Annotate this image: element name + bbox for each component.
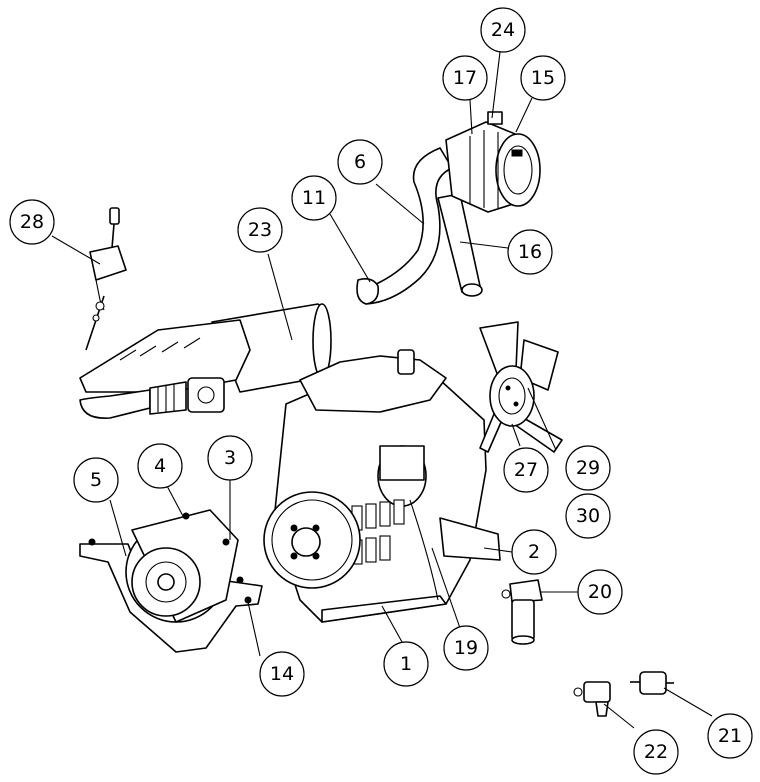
svg-text:1: 1 [400, 653, 412, 675]
svg-text:19: 19 [454, 637, 478, 659]
svg-text:16: 16 [518, 241, 542, 263]
callout-17: 17 [442, 55, 488, 101]
callout-22: 22 [633, 729, 679, 775]
svg-text:28: 28 [20, 211, 44, 233]
callout-14: 14 [259, 651, 305, 697]
callout-16: 16 [507, 229, 553, 275]
part-air-filter [445, 111, 541, 213]
svg-text:4: 4 [154, 455, 166, 477]
callout-27: 27 [503, 447, 549, 493]
part-cooling-fan [479, 321, 563, 453]
svg-text:24: 24 [491, 19, 515, 41]
svg-text:6: 6 [354, 151, 366, 173]
callout-30: 30 [565, 493, 611, 539]
svg-text:29: 29 [576, 457, 600, 479]
leader-lines [51, 51, 713, 729]
part-muffler [79, 303, 332, 419]
callout-5: 5 [73, 457, 119, 503]
callout-28: 28 [9, 199, 55, 245]
part-intake-hoses [356, 147, 483, 305]
callout-19: 19 [443, 625, 489, 671]
svg-text:5: 5 [90, 469, 102, 491]
svg-text:30: 30 [576, 505, 600, 527]
callout-4: 4 [137, 443, 183, 489]
callout-11: 11 [291, 175, 337, 221]
callout-21: 21 [707, 713, 753, 759]
part-flywheel-housing [79, 509, 263, 653]
svg-text:23: 23 [248, 219, 272, 241]
callout-3: 3 [207, 435, 253, 481]
svg-text:3: 3 [224, 447, 236, 469]
part-throttle-actuator [85, 207, 127, 351]
svg-text:11: 11 [302, 187, 326, 209]
svg-text:17: 17 [453, 67, 477, 89]
callout-20: 20 [577, 569, 623, 615]
svg-text:15: 15 [531, 67, 555, 89]
callout-24: 24 [480, 7, 526, 53]
callout-23: 23 [237, 207, 283, 253]
part-engine-block [263, 349, 501, 623]
svg-text:27: 27 [514, 459, 538, 481]
part-fuel-filter [501, 579, 543, 645]
callout-15: 15 [520, 55, 566, 101]
callout-6: 6 [337, 139, 383, 185]
svg-text:21: 21 [718, 725, 742, 747]
svg-text:20: 20 [588, 581, 612, 603]
callout-1: 1 [383, 641, 429, 687]
svg-text:2: 2 [528, 541, 540, 563]
svg-text:14: 14 [270, 663, 294, 685]
part-fuel-pump [573, 671, 674, 717]
svg-text:22: 22 [644, 741, 668, 763]
callout-2: 2 [511, 529, 557, 575]
callout-29: 29 [565, 445, 611, 491]
